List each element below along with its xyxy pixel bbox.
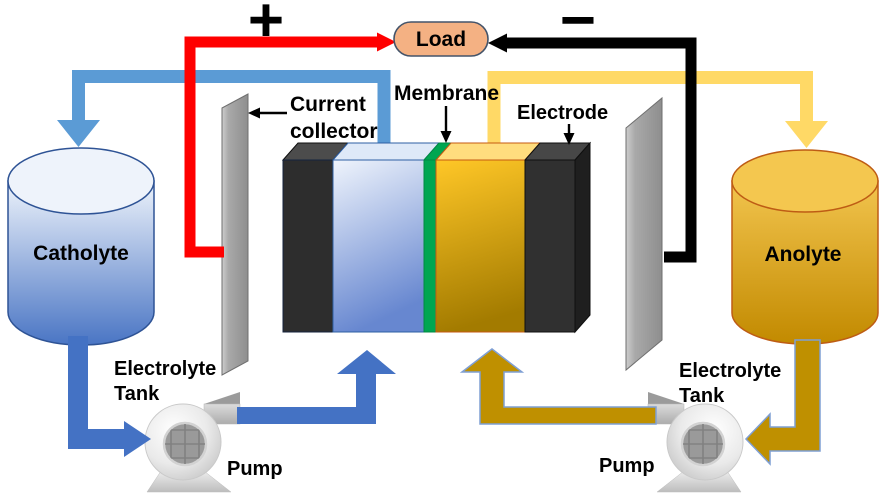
- negative-wire-arrowhead-icon: [488, 33, 507, 53]
- anolyte-pump-to-cell-arrow: [459, 348, 657, 425]
- current-collector-label-line2: collector: [290, 120, 378, 143]
- anolyte-halfcell: [435, 159, 526, 333]
- current-collector-pointer-head-icon: [248, 107, 260, 119]
- catholyte-label: Catholyte: [33, 242, 129, 265]
- positive-wire: +: [184, 0, 396, 258]
- membrane-pointer-head-icon: [440, 131, 452, 143]
- negative-wire: −: [488, 0, 697, 263]
- catholyte-tank-to-pump-arrow: [68, 336, 151, 457]
- current-collector-plate-left: [221, 93, 249, 376]
- pump-left-label: Pump: [227, 458, 283, 480]
- electrolyte-tank-right-label-line1: Electrolyte: [679, 360, 781, 382]
- pump-right-label: Pump: [599, 455, 655, 477]
- catholyte-return-arrowhead-icon: [57, 120, 100, 147]
- electrolyte-tank-right-label-line2: Tank: [679, 385, 725, 407]
- plus-sign: +: [248, 0, 284, 55]
- cell-stack: [281, 141, 592, 334]
- pump-grille-icon: [165, 424, 205, 464]
- anolyte-label: Anolyte: [764, 243, 841, 266]
- catholyte-return-pipe: [57, 70, 391, 147]
- anolyte-tank: Anolyte: [731, 149, 879, 345]
- current-collector-plate-right: [625, 96, 663, 372]
- catholyte-tank-lid: [7, 147, 155, 215]
- anolyte-return-arrowhead-icon: [785, 121, 828, 148]
- load-label: Load: [416, 28, 466, 51]
- pump-left: [144, 392, 241, 493]
- catholyte-halfcell: [332, 159, 425, 333]
- pump-duct-bevel: [204, 392, 240, 404]
- anolyte-tank-to-pump-arrow: [744, 339, 821, 466]
- membrane-strip: [423, 159, 437, 333]
- anolyte-halfcell-top: [434, 142, 542, 161]
- catholyte-tank: Catholyte: [7, 147, 155, 346]
- electrode-right-block: [524, 159, 576, 333]
- electrode-label: Electrode: [517, 102, 608, 124]
- stack-side-face: [574, 141, 591, 334]
- current-collector-label-line1: Current: [290, 93, 366, 116]
- catholyte-halfcell-top: [331, 142, 441, 161]
- electrode-pointer-head-icon: [563, 133, 575, 145]
- anolyte-return-pipe: [487, 71, 828, 148]
- electrolyte-tank-left-label-line2: Tank: [114, 383, 160, 405]
- electrode-left-block: [282, 159, 334, 333]
- membrane-label: Membrane: [394, 82, 499, 105]
- positive-wire-arrowhead-icon: [377, 32, 396, 52]
- anolyte-tank-lid: [731, 149, 879, 213]
- electrolyte-tank-left-label-line1: Electrolyte: [114, 358, 216, 380]
- minus-sign: −: [560, 0, 596, 55]
- load-box: Load: [393, 21, 489, 57]
- catholyte-pump-to-cell-arrow: [237, 350, 396, 424]
